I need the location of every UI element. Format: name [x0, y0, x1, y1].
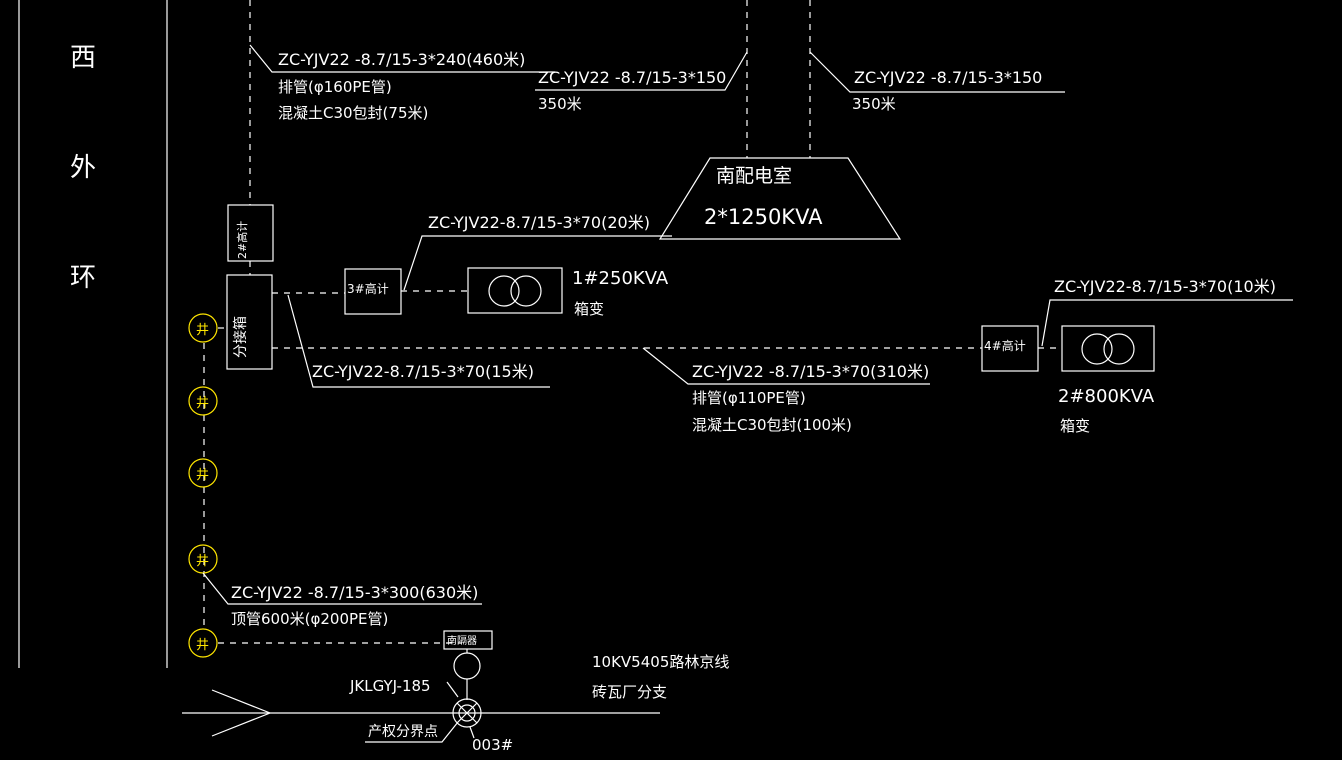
conductor-label: JKLGYJ-185 [349, 677, 431, 695]
cable-bottom-spec: ZC-YJV22 -8.7/15-3*300(630米) [231, 583, 478, 602]
cable-main-run-duct: 排管(φ110PE管) [692, 389, 806, 407]
transformer-2-rating: 2#800KVA [1058, 386, 1155, 407]
substation-shape [658, 157, 902, 240]
well-5-label: 井 [196, 638, 209, 653]
road-label-char-1: 西 [70, 43, 96, 73]
cable-bottom-duct: 顶管600米(φ200PE管) [231, 610, 388, 628]
leader-meter4 [1041, 299, 1293, 347]
leader-conductor [446, 681, 459, 698]
leader-pole-number [469, 726, 475, 739]
pole-cross-b [456, 702, 478, 724]
meter-4-label: 4#高计 [984, 338, 1026, 353]
arrester-circle [453, 652, 481, 680]
cable-main-run-encase: 混凝土C30包封(100米) [692, 416, 852, 434]
transformer-1-coil-b [510, 275, 542, 307]
leader-top-left [249, 44, 555, 73]
leader-branch [287, 294, 550, 388]
well-2-label: 井 [196, 396, 209, 411]
leader-main-run [642, 347, 930, 385]
cable-to-meter3-spec: ZC-YJV22-8.7/15-3*70(20米) [428, 213, 650, 232]
line-name: 10KV5405路林京线 [592, 653, 729, 671]
transformer-1-rating: 1#250KVA [572, 268, 669, 289]
transformer-1-type: 箱变 [574, 300, 604, 318]
well-4-label: 井 [196, 554, 209, 569]
cable-main-run-spec: ZC-YJV22 -8.7/15-3*70(310米) [692, 362, 929, 381]
leader-boundary [365, 721, 459, 743]
transformer-2-coil-b [1103, 333, 1135, 365]
leader-top-mid [535, 51, 748, 91]
cable-to-meter4-spec: ZC-YJV22-8.7/15-3*70(10米) [1054, 277, 1276, 296]
arrester-tag-box [443, 630, 493, 650]
well-2 [188, 386, 218, 416]
cable-top-right-len: 350米 [852, 95, 896, 113]
cable-top-mid-spec: ZC-YJV22 -8.7/15-3*150 [538, 68, 726, 87]
well-3-label: 井 [196, 468, 209, 483]
transformer-2-type: 箱变 [1060, 417, 1090, 435]
boundary-label: 产权分界点 [368, 724, 438, 740]
well-3 [188, 458, 218, 488]
substation-capacity: 2*1250KVA [704, 205, 823, 229]
well-5 [188, 628, 218, 658]
pole-outer [452, 698, 482, 728]
cable-branch-spec: ZC-YJV22-8.7/15-3*70(15米) [312, 362, 534, 381]
transformer-1-coil-a [488, 275, 520, 307]
meter-2-label: 2#高计 [235, 221, 249, 259]
road-label-char-3: 环 [70, 263, 96, 293]
transformer-2-coil-a [1081, 333, 1113, 365]
leader-bottom [202, 572, 482, 605]
cable-top-left-duct: 排管(φ160PE管) [278, 78, 392, 96]
leader-top-right [809, 51, 1065, 93]
well-1-label: 井 [196, 323, 209, 338]
well-1 [188, 313, 218, 343]
arrow-head [211, 689, 272, 737]
transformer-2-box [1061, 325, 1155, 372]
substation-name: 南配电室 [716, 165, 792, 187]
cable-top-right-spec: ZC-YJV22 -8.7/15-3*150 [854, 68, 1042, 87]
meter-2-box [227, 204, 274, 262]
branch-box-label: 分接箱 [232, 316, 249, 358]
branch-box [226, 274, 273, 370]
transformer-1-box [467, 267, 563, 314]
road-label-char-2: 外 [70, 153, 96, 183]
cable-top-left-encase: 混凝土C30包封(75米) [278, 104, 428, 122]
pole-number: 003# [472, 736, 513, 754]
cable-top-mid-len: 350米 [538, 95, 582, 113]
leader-meter3 [403, 235, 672, 291]
cable-top-left-spec: ZC-YJV22 -8.7/15-3*240(460米) [278, 50, 525, 69]
arrester-tag-label: 南隔器 [447, 634, 477, 647]
pole-inner [458, 704, 476, 722]
meter-3-label: 3#高计 [347, 281, 389, 296]
line-branch: 砖瓦厂分支 [592, 683, 667, 701]
